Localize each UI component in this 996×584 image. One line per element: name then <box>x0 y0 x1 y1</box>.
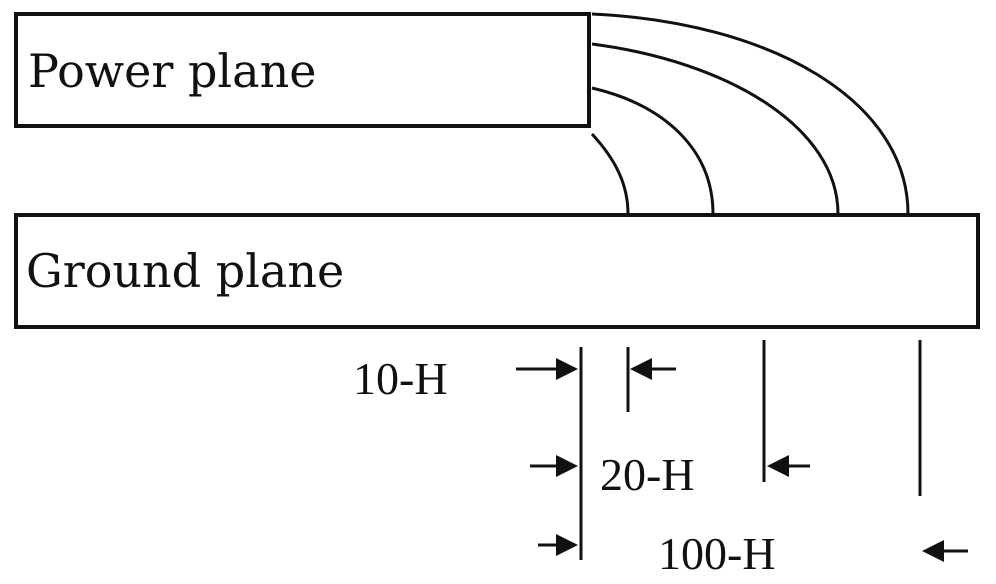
ground-plane-rect <box>14 213 980 329</box>
field-line-2 <box>591 86 715 215</box>
dimension-label-20h: 20-H <box>600 449 695 500</box>
dimension-10h: 10-H <box>353 353 676 404</box>
power-plane-rect <box>14 12 591 128</box>
field-line-3 <box>591 42 840 215</box>
power-plane: Power plane <box>14 12 591 128</box>
left-arrow-icon <box>767 455 789 477</box>
dimension-100h: 100-H <box>538 528 968 579</box>
left-arrow-icon <box>922 540 944 562</box>
ground-plane-label: Ground plane <box>26 244 344 298</box>
field-line-4 <box>591 12 910 215</box>
right-arrow-icon <box>556 534 578 556</box>
right-arrow-icon <box>556 358 578 380</box>
dimension-label-10h: 10-H <box>353 353 448 404</box>
dimension-label-100h: 100-H <box>658 528 776 579</box>
ground-plane: Ground plane <box>14 213 980 329</box>
left-arrow-icon <box>630 358 652 380</box>
right-arrow-icon <box>556 455 578 477</box>
power-plane-label: Power plane <box>28 44 316 98</box>
dimension-20h: 20-H <box>530 449 810 500</box>
reference-lines <box>579 340 922 560</box>
field-line-1 <box>590 132 630 215</box>
fringing-field-lines <box>590 12 910 215</box>
